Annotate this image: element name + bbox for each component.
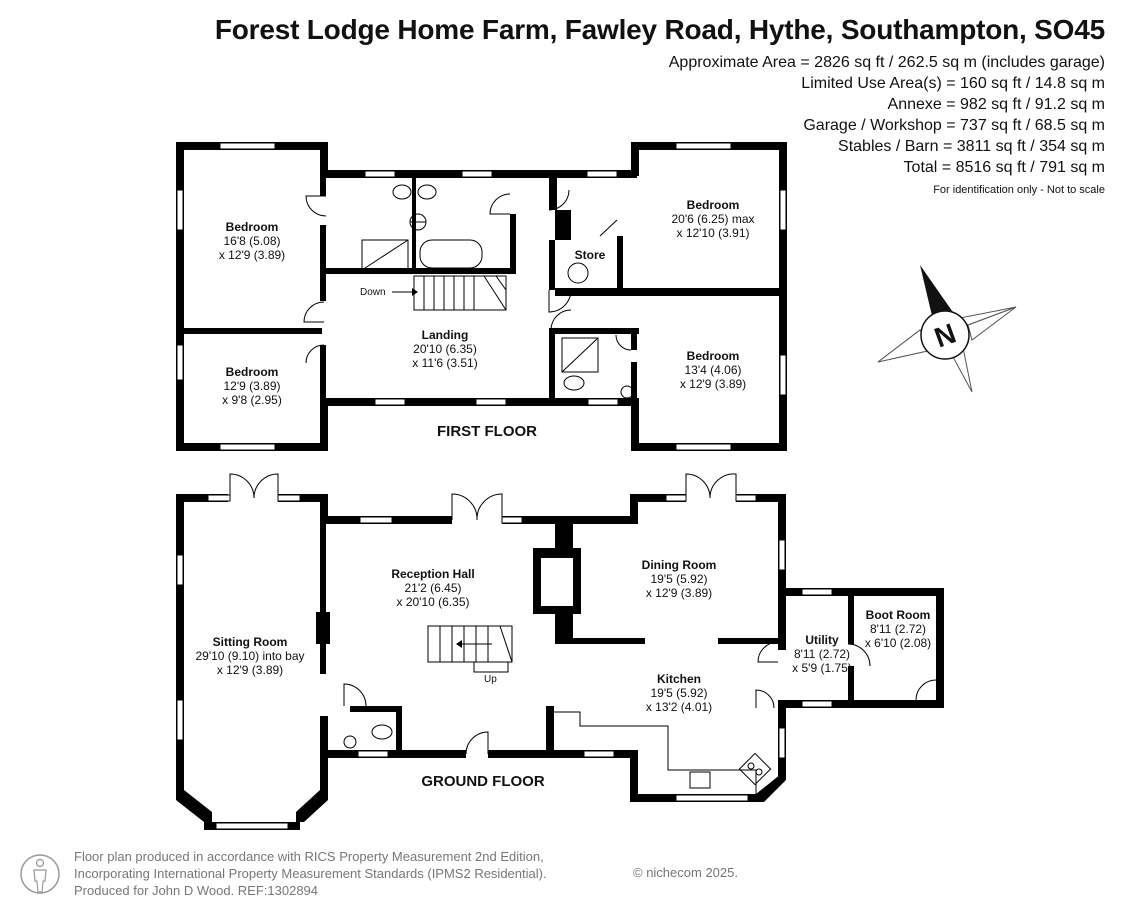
first-floor-label: FIRST FLOOR (437, 423, 537, 440)
area-garage: Garage / Workshop = 737 sq ft / 68.5 sq … (803, 117, 1105, 134)
landing-dim2: x 11'6 (3.51) (412, 356, 477, 370)
area-total: Total = 8516 sq ft / 791 sq m (903, 159, 1105, 176)
footer-line-2: Incorporating International Property Mea… (74, 866, 547, 881)
kitchen-dim2: x 13'2 (4.01) (646, 700, 712, 714)
dining-room-dim1: 19'5 (5.92) (651, 572, 708, 586)
kitchen-dim1: 19'5 (5.92) (651, 686, 708, 700)
ground-floor-label: GROUND FLOOR (421, 773, 544, 790)
dining-room-name: Dining Room (642, 558, 717, 572)
ground-floor-plan (176, 473, 944, 830)
store-name: Store (575, 248, 606, 262)
bedroom-3-dim1: 20'6 (6.25) max (672, 212, 755, 226)
bedroom-4-dim1: 13'4 (4.06) (685, 363, 742, 377)
sitting-room-dim2: x 12'9 (3.89) (217, 663, 283, 677)
reception-hall-dim1: 21'2 (6.45) (405, 581, 462, 595)
footer-line-3: Produced for John D Wood. REF:1302894 (74, 883, 319, 898)
ground-floor-labels: Sitting Room 29'10 (9.10) into bay x 12'… (195, 558, 931, 714)
area-limited-use: Limited Use Area(s) = 160 sq ft / 14.8 s… (801, 75, 1105, 92)
compass-icon: N (877, 265, 1017, 393)
boot-room-dim1: 8'11 (2.72) (870, 622, 926, 636)
area-annexe: Annexe = 982 sq ft / 91.2 sq m (887, 96, 1105, 113)
stairs-down-label: Down (360, 287, 386, 298)
first-floor-labels: Bedroom 16'8 (5.08) x 12'9 (3.89) Bedroo… (219, 198, 755, 407)
bedroom-2-dim2: x 9'8 (2.95) (222, 393, 282, 407)
bedroom-4-name: Bedroom (687, 349, 740, 363)
sitting-room-name: Sitting Room (213, 635, 288, 649)
boot-room-dim2: x 6'10 (2.08) (865, 636, 931, 650)
utility-dim2: x 5'9 (1.75) (792, 661, 852, 675)
bedroom-3-name: Bedroom (687, 198, 740, 212)
bedroom-1-name: Bedroom (226, 220, 279, 234)
property-title: Forest Lodge Home Farm, Fawley Road, Hyt… (214, 14, 1105, 45)
stairs-up-label: Up (484, 674, 497, 685)
bedroom-3-dim2: x 12'10 (3.91) (676, 226, 749, 240)
ground-floor-staircase (427, 625, 513, 673)
area-stables: Stables / Barn = 3811 sq ft / 354 sq m (838, 138, 1105, 155)
landing-dim1: 20'10 (6.35) (413, 342, 477, 356)
area-summary: Approximate Area = 2826 sq ft / 262.5 sq… (669, 52, 1105, 201)
bedroom-4-dim2: x 12'9 (3.89) (680, 377, 746, 391)
scale-note: For identification only - Not to scale (933, 184, 1105, 196)
boot-room-name: Boot Room (866, 608, 931, 622)
bedroom-1-dim1: 16'8 (5.08) (224, 234, 281, 248)
footer-brand: © nichecom 2025. (633, 865, 738, 880)
sitting-room-dim1: 29'10 (9.10) into bay (195, 649, 304, 663)
first-floor-plan (176, 142, 787, 451)
utility-dim1: 8'11 (2.72) (794, 647, 850, 661)
kitchen-name: Kitchen (657, 672, 701, 686)
area-approximate: Approximate Area = 2826 sq ft / 262.5 sq… (668, 54, 1105, 71)
dining-room-dim2: x 12'9 (3.89) (646, 586, 712, 600)
bedroom-2-name: Bedroom (226, 365, 279, 379)
reception-hall-name: Reception Hall (391, 567, 474, 581)
footer-disclaimer: Floor plan produced in accordance with R… (74, 848, 547, 899)
person-logo-icon (20, 854, 60, 894)
footer-line-1: Floor plan produced in accordance with R… (74, 849, 544, 864)
utility-name: Utility (805, 633, 839, 647)
landing-name: Landing (422, 328, 469, 342)
first-floor-staircase (392, 275, 507, 311)
reception-hall-dim2: x 20'10 (6.35) (396, 595, 469, 609)
bedroom-1-dim2: x 12'9 (3.89) (219, 248, 285, 262)
bedroom-2-dim1: 12'9 (3.89) (224, 379, 281, 393)
